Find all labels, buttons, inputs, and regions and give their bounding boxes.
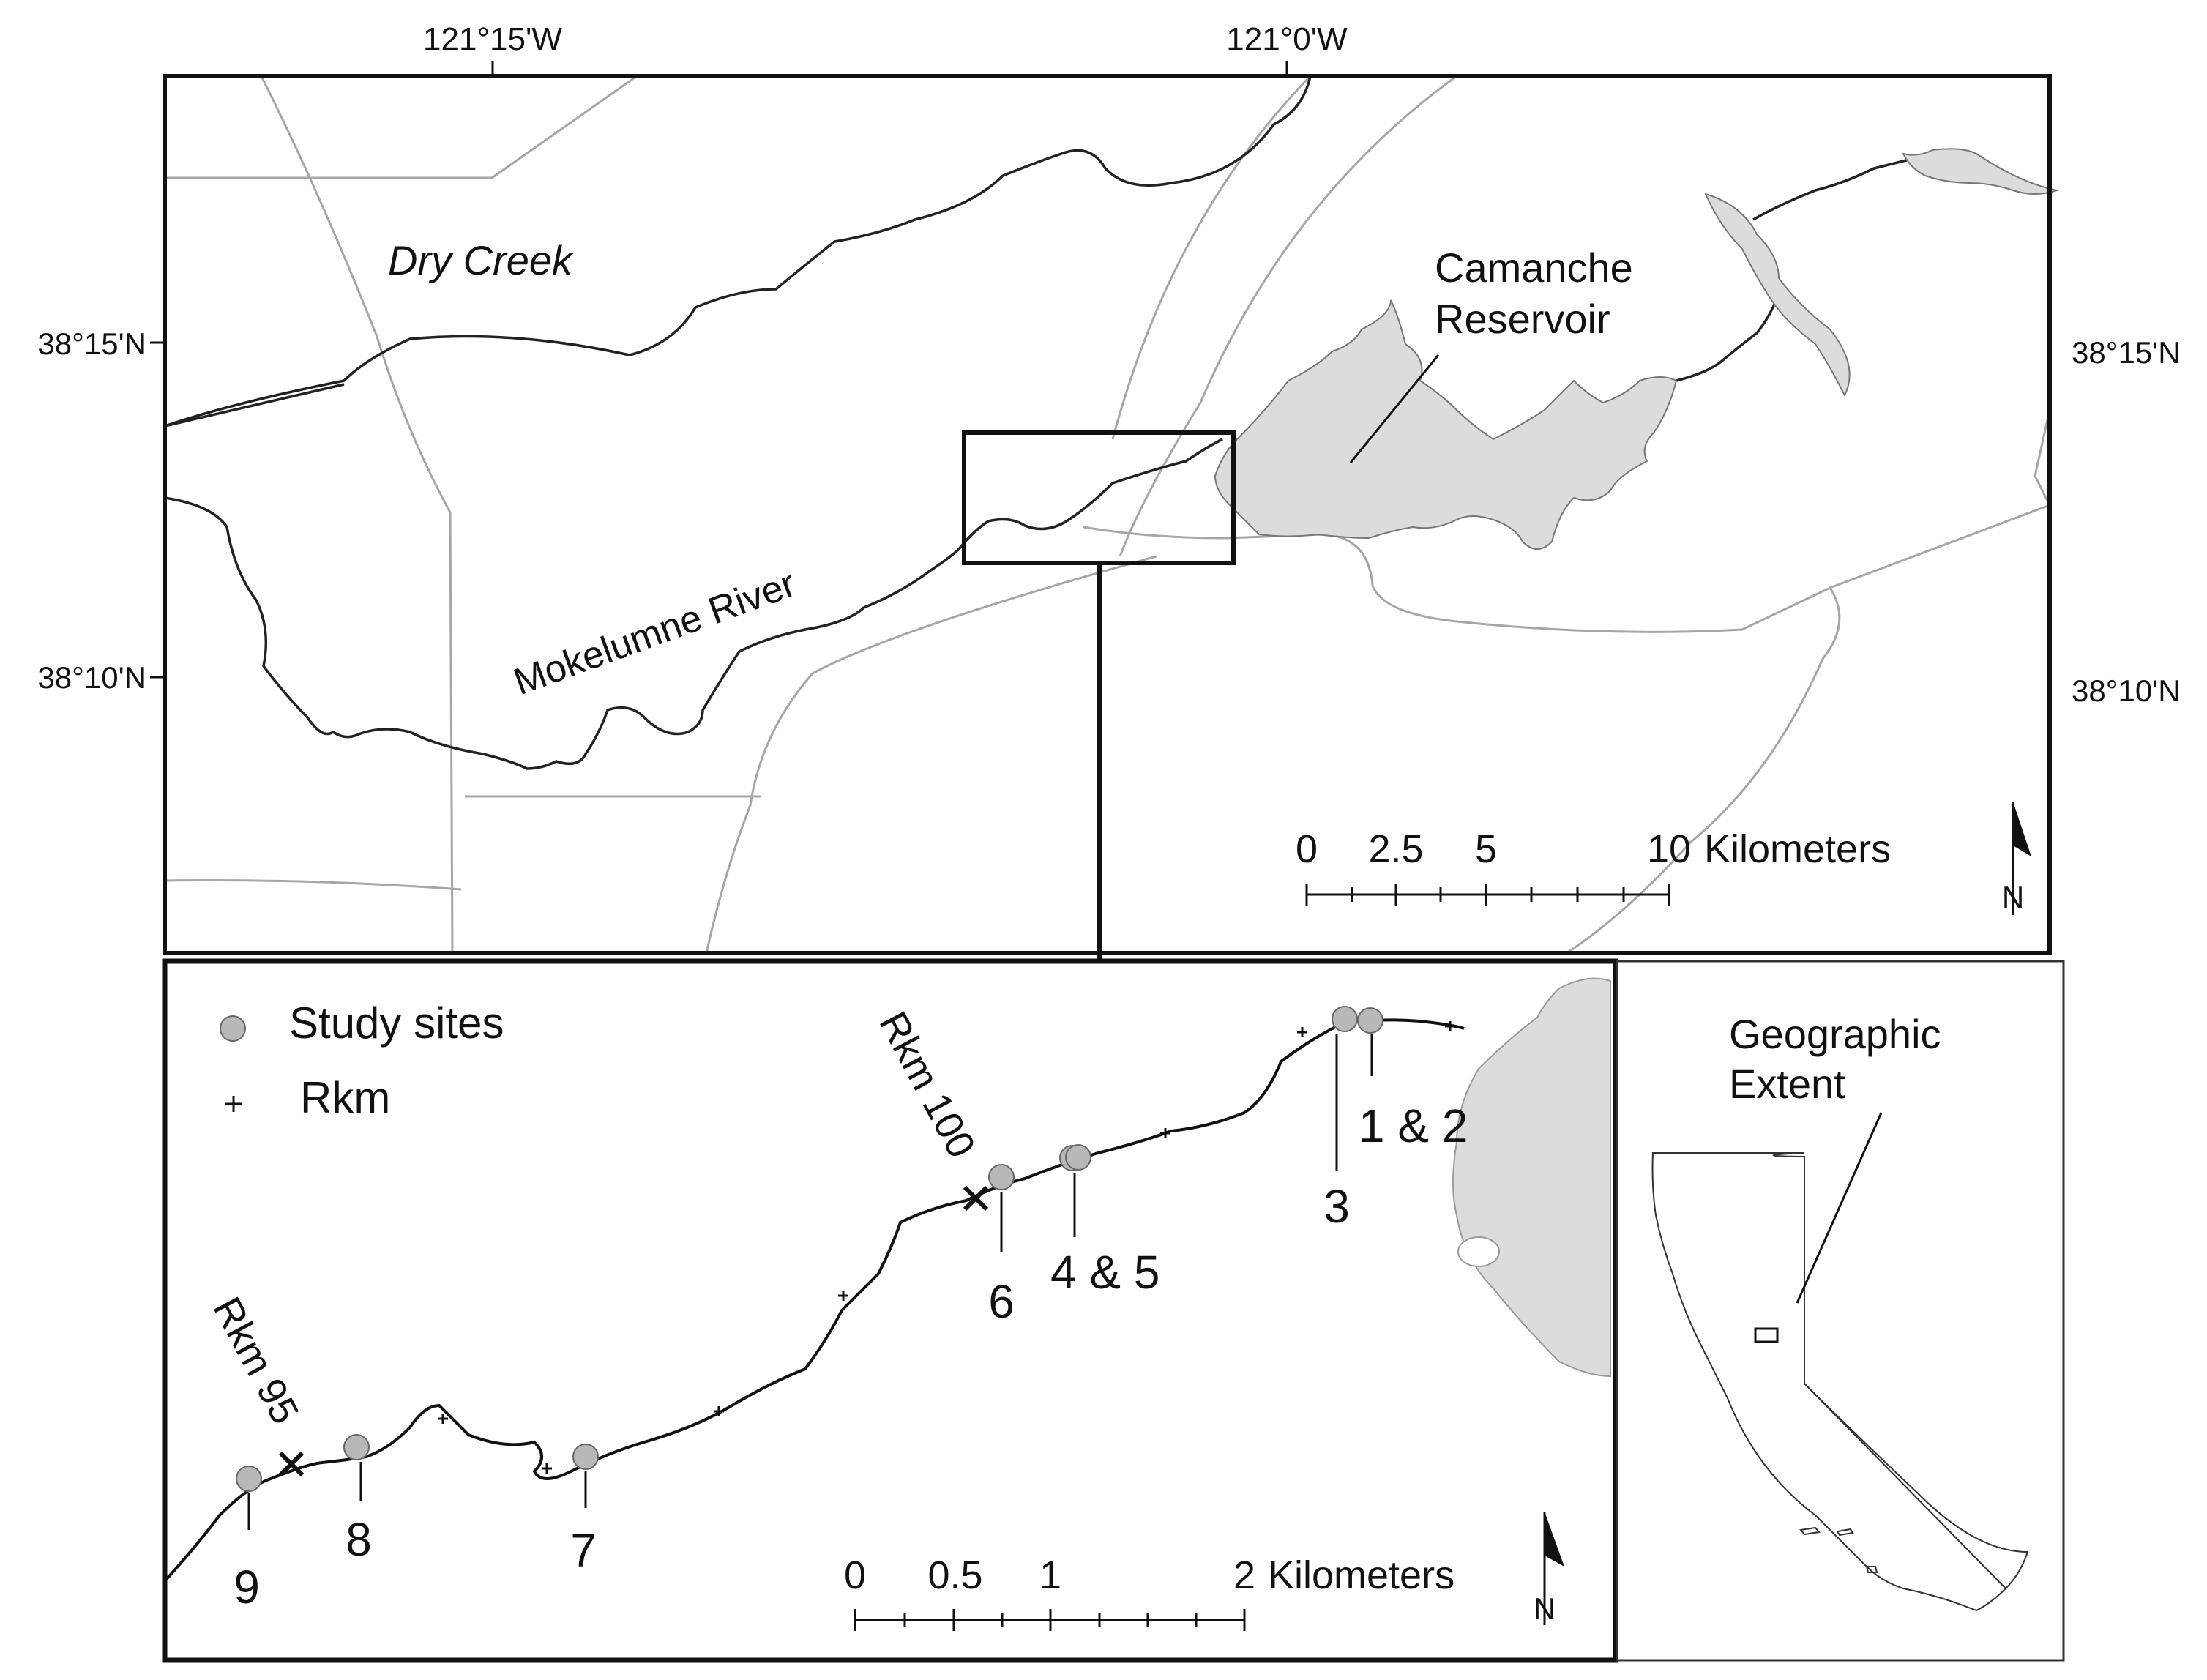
rkm-markers <box>438 1021 1455 1474</box>
site-label: 1 & 2 <box>1359 1100 1468 1152</box>
roads <box>164 75 2051 955</box>
svg-text:Kilometers: Kilometers <box>1268 1553 1454 1597</box>
site-dot <box>572 1444 599 1470</box>
site-label: 9 <box>234 1561 260 1613</box>
scale-tick-1: 2.5 <box>1368 827 1423 871</box>
california-outline <box>1651 1152 2029 1612</box>
svg-text:0: 0 <box>844 1553 866 1597</box>
river-label: Mokelumne River <box>508 562 801 703</box>
scale-tick-0: 0 <box>1296 827 1318 871</box>
lat-label-right-top: 38°15'N <box>2072 335 2181 370</box>
inset-label-line2: Extent <box>1729 1061 1845 1107</box>
overview-map: 121°15'W 121°0'W 38°15'N 38°10'N 38°15'N… <box>37 21 2181 961</box>
detail-north-arrow-icon: N <box>1534 1512 1564 1626</box>
scale-units: Kilometers <box>1704 827 1891 871</box>
site-label: 4 & 5 <box>1050 1246 1159 1299</box>
lon-label-left: 121°15'W <box>423 21 562 57</box>
lon-label-right: 121°0'W <box>1226 21 1348 57</box>
inset-label-line1: Geographic <box>1729 1011 1941 1057</box>
site-dot <box>1332 1006 1358 1032</box>
svg-text:N: N <box>2002 880 2024 914</box>
lat-label-left-top: 38°15'N <box>37 326 146 361</box>
site-label: 8 <box>346 1513 372 1566</box>
site-leaders <box>247 1034 1373 1530</box>
site-dot <box>343 1434 370 1460</box>
study-area-box <box>1754 1327 1779 1343</box>
svg-text:0.5: 0.5 <box>927 1553 982 1597</box>
legend-sites-label: Study sites <box>289 998 504 1048</box>
legend-rkm-label: Rkm <box>300 1073 390 1122</box>
scale-tick-2: 5 <box>1475 827 1497 871</box>
site-dot <box>236 1466 262 1492</box>
frame-ticks <box>150 61 1288 679</box>
channel-islands <box>1799 1526 1878 1573</box>
svg-text:N: N <box>1534 1591 1556 1626</box>
reservoir-label-line2: Reservoir <box>1435 296 1610 342</box>
site-dot <box>1065 1144 1091 1171</box>
reservoir-label-line1: Camanche <box>1435 244 1633 291</box>
study-sites <box>236 1006 1383 1492</box>
legend-site-symbol <box>220 1015 246 1042</box>
svg-text:2: 2 <box>1233 1553 1255 1597</box>
rkm-95-label: Rkm 95 <box>204 1290 307 1430</box>
waterways <box>164 75 1933 770</box>
inset-frame <box>1616 960 2065 1662</box>
legend: Study sites Rkm <box>220 998 504 1122</box>
inset-leader <box>1796 1112 1883 1304</box>
site-label: 3 <box>1323 1180 1350 1233</box>
svg-text:1: 1 <box>1039 1553 1061 1597</box>
creek-label: Dry Creek <box>388 237 575 283</box>
legend-rkm-symbol <box>225 1096 242 1112</box>
site-label: 7 <box>570 1524 597 1577</box>
reservoir-leader <box>1349 354 1440 463</box>
site-dot <box>988 1164 1015 1190</box>
detail-frame <box>162 958 1618 1663</box>
site-dot <box>1357 1007 1383 1034</box>
california-inset: Geographic Extent <box>1616 960 2065 1662</box>
north-arrow-icon: N <box>2002 802 2031 915</box>
lat-label-left-bottom: 38°10'N <box>37 660 146 695</box>
scale-tick-3: 10 <box>1647 827 1691 871</box>
detail-scale-bar: 0 0.5 1 2 Kilometers <box>844 1553 1454 1631</box>
site-label: 6 <box>988 1275 1015 1328</box>
overview-frame <box>163 74 2052 955</box>
detail-map: 1 & 2 3 4 & 5 6 7 8 9 Rkm 100 Rkm 95 Stu… <box>162 958 1618 1663</box>
overview-scale-bar: 0 2.5 5 10 Kilometers <box>1296 827 1891 906</box>
camanche-reservoir <box>1214 148 2060 550</box>
detail-reservoir <box>1452 977 1611 1378</box>
rkm-100-label: Rkm 100 <box>870 1004 983 1165</box>
rkm-major-markers <box>278 1185 989 1477</box>
lat-label-right-bottom: 38°10'N <box>2072 673 2181 708</box>
detail-river <box>163 1018 1465 1583</box>
